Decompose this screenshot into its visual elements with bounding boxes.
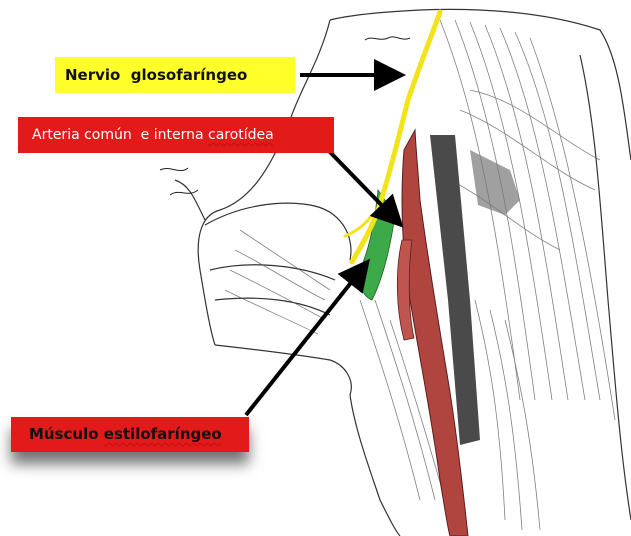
label-muscle-prefix: Músculo [29, 427, 104, 442]
label-nerve-text: Nervio glosofaríngeo [65, 68, 247, 83]
label-carotid-artery: Arteria común e interna carotídea [18, 117, 334, 153]
label-artery-prefix: Arteria común e interna [32, 128, 208, 142]
label-muscle-word: estilofaríngeo [104, 427, 222, 442]
dark-muscle-block [470, 150, 520, 215]
label-stylopharyngeus-muscle: Músculo estilofaríngeo [11, 417, 249, 452]
label-glossopharyngeal-nerve: Nervio glosofaríngeo [55, 57, 295, 93]
label-artery-word: carotídea [208, 128, 274, 142]
